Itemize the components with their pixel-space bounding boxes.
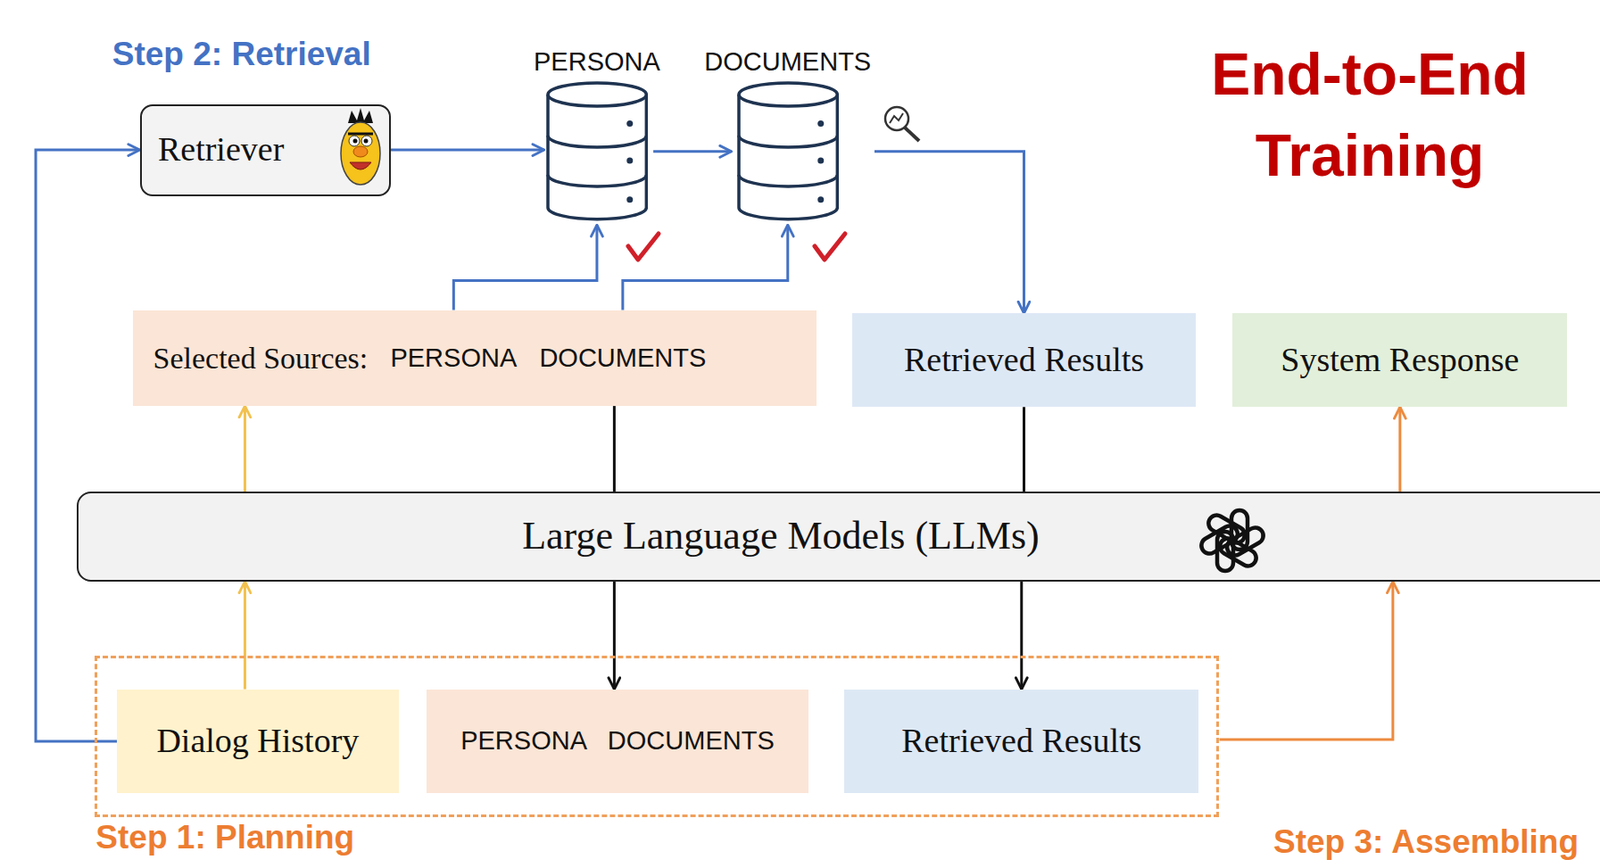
logo-stroke <box>1198 522 1241 557</box>
cylinder-top <box>738 82 838 107</box>
connector-arrow <box>1019 581 1023 690</box>
logo-stroke <box>1205 512 1248 547</box>
connector-arrow <box>653 149 731 153</box>
text-row: Dialog History <box>156 721 359 762</box>
text-row: System Response <box>1280 340 1519 381</box>
check-mark <box>628 233 659 260</box>
cylinder-dot <box>626 157 633 165</box>
cylinder-band <box>738 136 838 149</box>
source-box: Selected Sources: PERSONA DOCUMENTS <box>132 310 817 407</box>
magnifier-graph <box>889 113 904 124</box>
result-box: Retrieved Results <box>844 689 1199 795</box>
box-text: Dialog History <box>156 721 359 762</box>
bert-pupil <box>353 139 358 144</box>
llm-logo <box>1198 510 1267 572</box>
text-row: Retrieved Results <box>901 721 1142 762</box>
bert-nose <box>353 146 368 158</box>
bert-eye <box>348 135 360 147</box>
bert-brow <box>348 132 374 136</box>
logo-stroke <box>1217 531 1234 572</box>
banner-title: End-to-End Training <box>1160 33 1580 197</box>
logo-stroke <box>1224 524 1267 559</box>
connector-arrow <box>243 406 247 492</box>
result-box: Retrieved Results <box>852 313 1196 407</box>
database-label: PERSONA <box>533 48 661 77</box>
connector-arrow <box>613 581 616 690</box>
cylinder-top <box>547 82 647 107</box>
bert-eye <box>361 135 373 147</box>
connector-arrow <box>613 406 616 492</box>
box-text: Selected Sources: <box>153 340 369 376</box>
box-text: System Response <box>1280 340 1519 381</box>
box-text: Large Language Models (LLMs) <box>522 513 1040 560</box>
cylinder-dot <box>817 157 824 165</box>
planning-group: Step 1: PlanningDialog HistoryPERSONADOC… <box>94 655 1219 818</box>
cylinder-body <box>738 94 838 220</box>
box-text: Retrieved Results <box>901 721 1142 762</box>
history-box: Dialog History <box>116 689 399 795</box>
connector-arrow <box>1218 581 1393 740</box>
step-heading: Step 3: Assembling <box>1273 824 1579 862</box>
connector-arrow <box>35 149 141 742</box>
bert-hair <box>348 107 374 124</box>
cylinder-dot <box>626 121 633 128</box>
database-label: DOCUMENTS <box>704 48 871 77</box>
box-text: PERSONA <box>460 726 588 756</box>
logo-stroke <box>1231 510 1248 550</box>
cylinder-dot <box>817 121 824 128</box>
box-text: DOCUMENTS <box>538 343 706 374</box>
database-cylinder: DOCUMENTS <box>737 81 839 222</box>
step-heading: Step 2: Retrieval <box>112 36 372 74</box>
box-text: Retrieved Results <box>903 340 1145 381</box>
connector-arrow <box>390 149 545 152</box>
text-row: Large Language Models (LLMs) <box>522 513 1040 560</box>
cylinder-body <box>547 94 647 220</box>
bert-mouth <box>349 162 372 170</box>
text-row: Retrieved Results <box>903 340 1145 381</box>
source-box: PERSONA DOCUMENTS <box>426 689 810 795</box>
magnifier-handle <box>904 127 920 141</box>
check-mark <box>814 233 846 260</box>
cylinder-outline <box>546 81 648 222</box>
text-row: PERSONA DOCUMENTS <box>460 726 775 756</box>
cylinder-band <box>738 174 838 187</box>
llm-band: Large Language Models (LLMs) <box>76 491 1600 582</box>
response-box: System Response <box>1232 313 1567 407</box>
cylinder-band <box>547 136 647 149</box>
cylinder-dot <box>817 197 824 204</box>
logo-stroke <box>1217 535 1260 570</box>
magnifier-lens <box>885 107 909 131</box>
cylinder-band <box>547 174 647 187</box>
connector-arrow <box>1022 406 1026 492</box>
bert-head <box>340 122 381 185</box>
database-cylinder: PERSONA <box>546 81 648 222</box>
connector-arrow <box>874 151 1025 314</box>
connector-arrow <box>622 224 788 310</box>
cylinder-outline <box>737 81 839 222</box>
connector-arrow <box>1398 406 1402 492</box>
box-text: Retriever <box>157 130 284 170</box>
box-text: DOCUMENTS <box>607 726 775 756</box>
connector-arrow <box>453 224 597 310</box>
text-row: Selected Sources: PERSONA DOCUMENTS <box>153 340 707 376</box>
cylinder-dot <box>626 197 633 204</box>
text-row: Retriever <box>157 130 284 170</box>
connector-arrow <box>243 581 247 690</box>
retriever-box: Retriever <box>140 104 391 197</box>
bert-pupil <box>364 139 369 144</box>
magnifier-icon <box>885 107 920 141</box>
step-heading: Step 1: Planning <box>95 820 355 857</box>
box-text: PERSONA <box>389 343 517 374</box>
bert-icon <box>340 107 381 185</box>
